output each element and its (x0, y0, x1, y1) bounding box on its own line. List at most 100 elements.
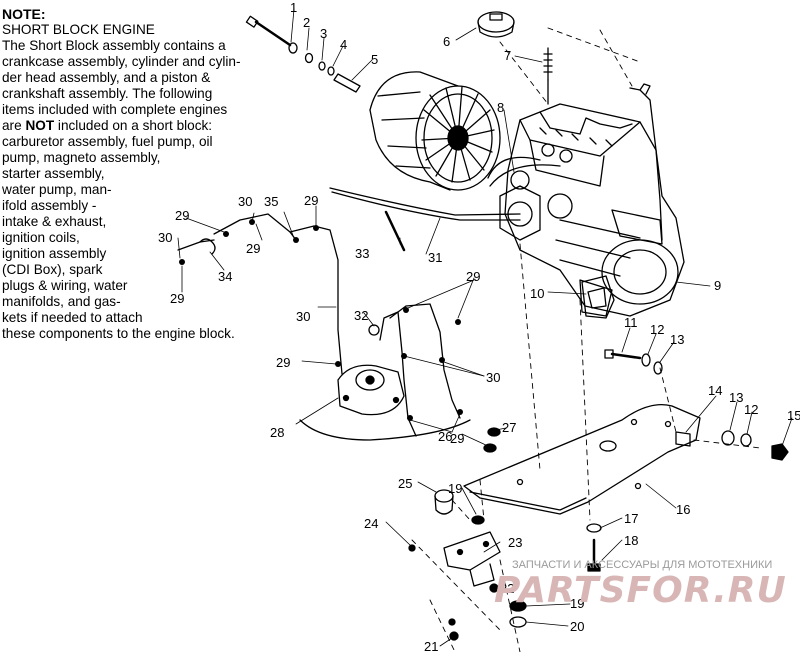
note-line: starter assembly, (2, 166, 105, 181)
callout-2: 2 (303, 15, 310, 30)
callout-34: 34 (218, 269, 232, 284)
callout-4: 4 (340, 37, 347, 52)
callout-19b: 19 (448, 481, 462, 496)
note-line-emphasis: are NOT included on a short block: (2, 118, 302, 134)
fuel-pump-part-28 (337, 364, 405, 416)
note-line: kets if needed to attach (2, 310, 143, 325)
callout-12b: 12 (744, 402, 758, 417)
rod-part-33 (384, 210, 406, 252)
engine-block (499, 103, 685, 317)
callout-33: 33 (355, 246, 369, 261)
callout-25: 25 (398, 476, 412, 491)
fitting-part-32 (368, 324, 380, 336)
note-line: ignition coils, (2, 230, 80, 245)
washer-part-20 (509, 616, 527, 628)
fuel-cap-part-6 (477, 11, 515, 38)
callout-23: 23 (508, 535, 522, 550)
callout-26: 26 (438, 429, 452, 444)
callout-1: 1 (290, 0, 297, 15)
mount-part-25 (434, 489, 454, 515)
spacer-part-5 (333, 73, 361, 93)
watermark-caption: ЗАПЧАСТИ И АКСЕССУАРЫ ДЛЯ МОТОТЕХНИКИ (512, 559, 772, 571)
note-line: plugs & wiring, water (2, 278, 128, 293)
bolt-part-1 (245, 15, 292, 47)
callout-18: 18 (624, 533, 638, 548)
note-line: crankshaft assembly. The following (2, 86, 213, 101)
note-line: water pump, man- (2, 182, 112, 197)
note-line: pump, magneto assembly, (2, 150, 161, 165)
note-line: (CDI Box), spark (2, 262, 103, 277)
washer-part-21b (448, 618, 456, 626)
note-line-suffix: included on a short block: (57, 118, 213, 133)
callout-32: 32 (354, 308, 368, 323)
note-line: The Short Block assembly contains a (2, 38, 226, 53)
note-text-block: NOTE: SHORT BLOCK ENGINE The Short Block… (2, 6, 302, 342)
callout-19: 19 (570, 596, 584, 611)
callout-13: 13 (670, 332, 684, 347)
callout-21: 21 (424, 639, 438, 652)
assembly-center-lines (411, 27, 761, 652)
callout-30b: 30 (158, 230, 172, 245)
nut-part-15 (771, 443, 789, 461)
callout-5: 5 (371, 52, 378, 67)
callout-15: 15 (787, 408, 800, 423)
spacer-part-14 (675, 431, 691, 447)
washer-part-13 (653, 361, 663, 375)
recoil-starter (369, 71, 501, 191)
cables-part-31 (329, 156, 561, 221)
plug-wire (629, 83, 663, 241)
bolt-part-11 (604, 349, 642, 360)
callout-14: 14 (708, 383, 722, 398)
note-line: crankcase assembly, cylinder and cylin- (2, 54, 241, 69)
bracket-part-23 (443, 531, 501, 587)
hose-clamps-part-29 (179, 219, 463, 421)
callout-6: 6 (443, 34, 450, 49)
note-subheading: SHORT BLOCK ENGINE (2, 22, 155, 37)
watermark-logo: PARTSFOR.RU (494, 570, 787, 611)
note-line: ifold assembly - (2, 198, 97, 213)
note-heading: NOTE: (2, 6, 46, 22)
callout-13b: 13 (729, 390, 743, 405)
note-emphasis: NOT (25, 118, 55, 133)
callout-22: 22 (500, 581, 514, 596)
callout-30c: 30 (296, 309, 310, 324)
callout-29c: 29 (246, 241, 260, 256)
rivet-part-24 (408, 544, 416, 552)
callout-3: 3 (320, 26, 327, 41)
callout-labels: 1 2 3 4 5 6 7 8 9 10 11 12 13 14 13 12 1… (158, 0, 800, 652)
callout-17: 17 (624, 511, 638, 526)
callout-30d: 30 (486, 370, 500, 385)
callout-29f: 29 (466, 269, 480, 284)
callout-29b: 29 (175, 208, 189, 223)
washer-stack-2-4 (288, 42, 335, 76)
leader-lines (177, 8, 793, 647)
note-line: manifolds, and gas- (2, 294, 121, 309)
callout-10: 10 (530, 286, 544, 301)
callout-24: 24 (364, 516, 378, 531)
washer-part-17 (586, 523, 602, 533)
callout-11: 11 (624, 315, 638, 330)
callout-28: 28 (270, 425, 284, 440)
callout-27: 27 (502, 420, 516, 435)
callout-29e: 29 (276, 355, 290, 370)
note-line: intake & exhaust, (2, 214, 107, 229)
mounting-plate-part-16 (463, 403, 701, 515)
washer-part-26 (483, 443, 497, 453)
callout-20: 20 (570, 619, 584, 634)
callout-16: 16 (676, 502, 690, 517)
callout-29d: 29 (170, 291, 184, 306)
callout-30a: 30 (238, 194, 252, 209)
washer-part-12b (740, 433, 752, 447)
washer-part-19 (471, 515, 527, 612)
callout-35: 35 (264, 194, 278, 209)
engine-mount-part-10 (581, 275, 615, 319)
note-line: der head assembly, and a piston & (2, 70, 211, 85)
callout-29g: 29 (450, 431, 464, 446)
note-line: ignition assembly (2, 246, 107, 261)
note-line: items included with complete engines (2, 102, 228, 117)
note-line-prefix: are (2, 118, 22, 133)
note-line: these components to the engine block. (2, 326, 235, 341)
callout-29a: 29 (304, 193, 318, 208)
